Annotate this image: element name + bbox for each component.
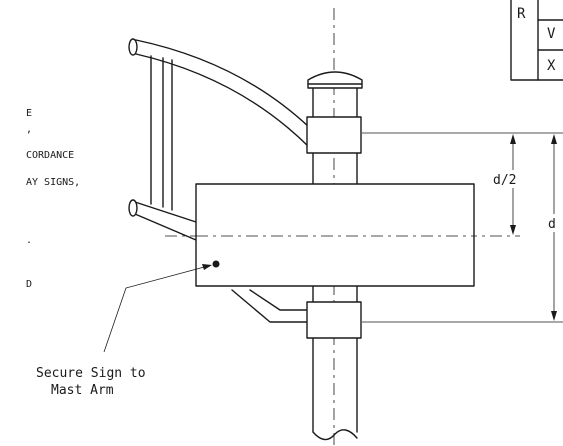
truss-struts xyxy=(150,55,173,211)
legend-table-frame xyxy=(510,0,563,81)
legend-table: R V X xyxy=(510,0,563,81)
callout-leader-arrowhead xyxy=(202,264,212,270)
dimension-half-arrow-top xyxy=(510,134,516,144)
attachment-point-dot xyxy=(212,260,220,268)
dimension-full-label-mask xyxy=(546,214,563,232)
note-line-1: E xyxy=(26,108,32,119)
dimension-half-label: d/2 xyxy=(493,173,516,188)
dimension-full-arrow-top xyxy=(551,134,557,144)
mast-arm-upper-end-cap xyxy=(128,38,138,56)
mast-arm-lower-bottom-edge xyxy=(134,213,197,241)
mast-arm-upper xyxy=(128,38,311,149)
dimension-half-arrow-bottom xyxy=(510,225,516,235)
note-line-4: AY SIGNS, xyxy=(26,177,80,188)
callout-leader-segment-2 xyxy=(125,265,209,289)
note-line-2: , xyxy=(26,124,32,135)
post-top-cap xyxy=(307,71,363,89)
post-break-line xyxy=(312,429,358,441)
callout-leader xyxy=(103,264,212,353)
dimension-full-height: d xyxy=(546,134,563,321)
mast-arm-lower xyxy=(128,199,197,241)
mast-arm-lower-end-cap xyxy=(128,199,138,217)
callout-text-line-2: Mast Arm xyxy=(51,383,114,398)
note-line-6: D xyxy=(26,279,32,290)
legend-row-r: R xyxy=(517,6,526,22)
lower-mounting-bracket xyxy=(306,301,362,339)
lower-diagonal-brace xyxy=(231,289,311,323)
dimension-full-arrow-bottom xyxy=(551,311,557,321)
mast-arm-upper-bottom-edge xyxy=(135,53,311,149)
dimension-half-label-mask xyxy=(489,170,529,188)
lower-brace-inner-edge xyxy=(249,289,311,311)
legend-row-v: V xyxy=(547,26,556,42)
callout-leader-segment-1 xyxy=(103,287,127,353)
mast-arm-upper-top-edge xyxy=(135,39,311,129)
sign-panel xyxy=(195,183,475,287)
note-line-5: . xyxy=(26,235,32,246)
notes-block: E , CORDANCE AY SIGNS, . D xyxy=(26,108,80,290)
legend-row-x: X xyxy=(547,58,556,74)
lower-brace-outer-edge xyxy=(231,289,311,323)
upper-mounting-bracket xyxy=(306,116,362,154)
note-line-3: CORDANCE xyxy=(26,150,74,161)
mast-arm-lower-top-edge xyxy=(134,201,197,223)
dimension-half-height: d/2 xyxy=(489,134,529,235)
dimension-full-label: d xyxy=(548,217,556,232)
callout-text-line-1: Secure Sign to xyxy=(36,366,146,381)
